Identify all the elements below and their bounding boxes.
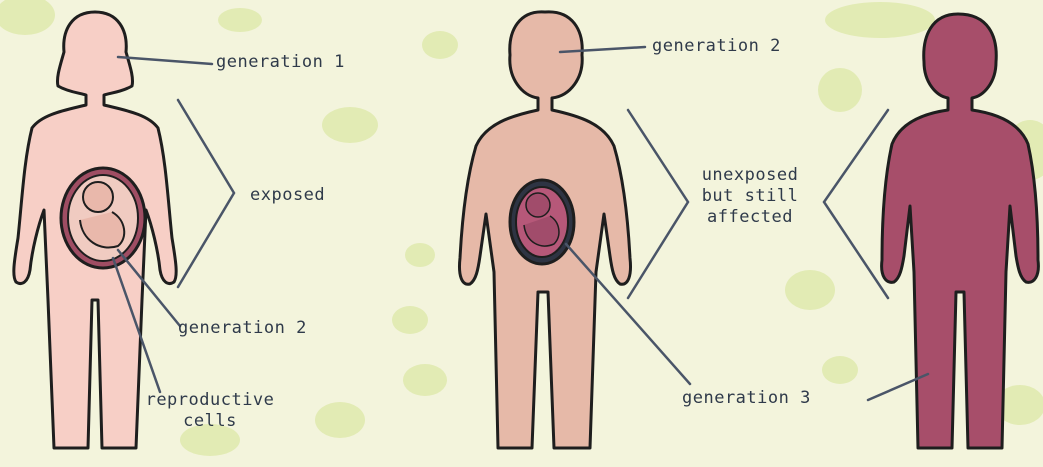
fetus-gen3-in-womb — [510, 180, 574, 264]
label-unexposed-but-still-affected: unexposed but still affected — [688, 165, 812, 228]
label-generation-1: generation 1 — [216, 52, 345, 73]
label-generation-2-fetus: generation 2 — [178, 318, 307, 339]
label-generation-3: generation 3 — [682, 388, 811, 409]
fetus-gen2-in-womb — [61, 168, 145, 268]
label-exposed: exposed — [250, 185, 325, 206]
label-generation-2-child: generation 2 — [652, 36, 781, 57]
label-reproductive-cells: reproductive cells — [145, 390, 275, 432]
